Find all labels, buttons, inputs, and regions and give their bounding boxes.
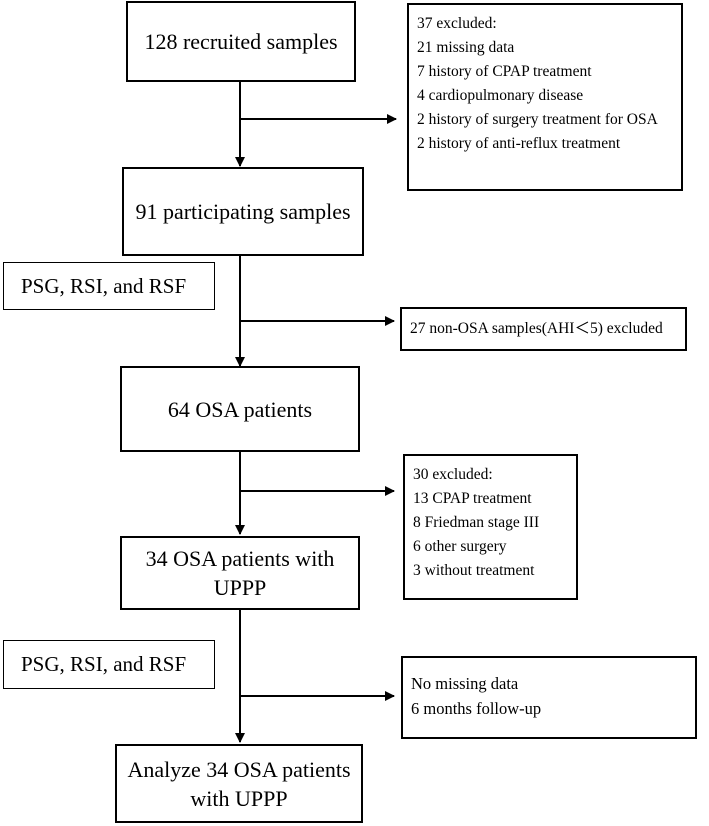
exclusion-1-item: 4 cardiopulmonary disease (417, 87, 584, 104)
osa-patients-box: 64 OSA patients (120, 366, 360, 452)
uppp-patients-line-1: 34 OSA patients with (145, 546, 335, 571)
measurement-text-1: PSG, RSI, and RSF (21, 273, 187, 298)
exclusion-box-3: 30 excluded: 13 CPAP treatment 8 Friedma… (403, 454, 578, 600)
participating-samples-box: 91 participating samples (122, 167, 364, 256)
exclusion-3-header: 30 excluded: (413, 466, 493, 483)
exclusion-box-1: 37 excluded: 21 missing data 7 history o… (407, 3, 683, 191)
exclusion-2-text: 27 non-OSA samples(AHI＜5) excluded (410, 320, 663, 337)
exclusion-1-header: 37 excluded: (417, 15, 497, 32)
exclusion-1-item: 21 missing data (417, 39, 515, 56)
participating-samples-text: 91 participating samples (135, 199, 351, 224)
exclusion-box-4: No missing data 6 months follow-up (401, 656, 697, 739)
measurement-box-2: PSG, RSI, and RSF (3, 640, 215, 689)
measurement-box-1: PSG, RSI, and RSF (3, 262, 215, 310)
exclusion-3-item: 3 without treatment (413, 562, 535, 579)
uppp-patients-line-2: UPPP (213, 575, 267, 600)
exclusion-3-item: 6 other surgery (413, 538, 507, 555)
exclusion-4-item: No missing data (411, 674, 519, 693)
analyze-patients-box: Analyze 34 OSA patients with UPPP (115, 744, 363, 823)
exclusion-3-item: 13 CPAP treatment (413, 490, 532, 507)
exclusion-1-item: 2 history of surgery treatment for OSA (417, 111, 658, 128)
exclusion-1-item: 2 history of anti-reflux treatment (417, 135, 621, 152)
exclusion-1-item: 7 history of CPAP treatment (417, 63, 592, 80)
analyze-patients-line-1: Analyze 34 OSA patients (127, 756, 351, 782)
measurement-text-2: PSG, RSI, and RSF (21, 652, 187, 676)
exclusion-3-item: 8 Friedman stage III (413, 514, 540, 531)
osa-patients-text: 64 OSA patients (167, 396, 313, 422)
recruited-samples-text: 128 recruited samples (144, 29, 338, 54)
recruited-samples-box: 128 recruited samples (126, 1, 356, 82)
exclusion-box-2: 27 non-OSA samples(AHI＜5) excluded (400, 307, 687, 351)
uppp-patients-box: 34 OSA patients with UPPP (120, 536, 360, 610)
analyze-patients-line-2: with UPPP (190, 785, 288, 811)
exclusion-4-item: 6 months follow-up (411, 699, 542, 718)
